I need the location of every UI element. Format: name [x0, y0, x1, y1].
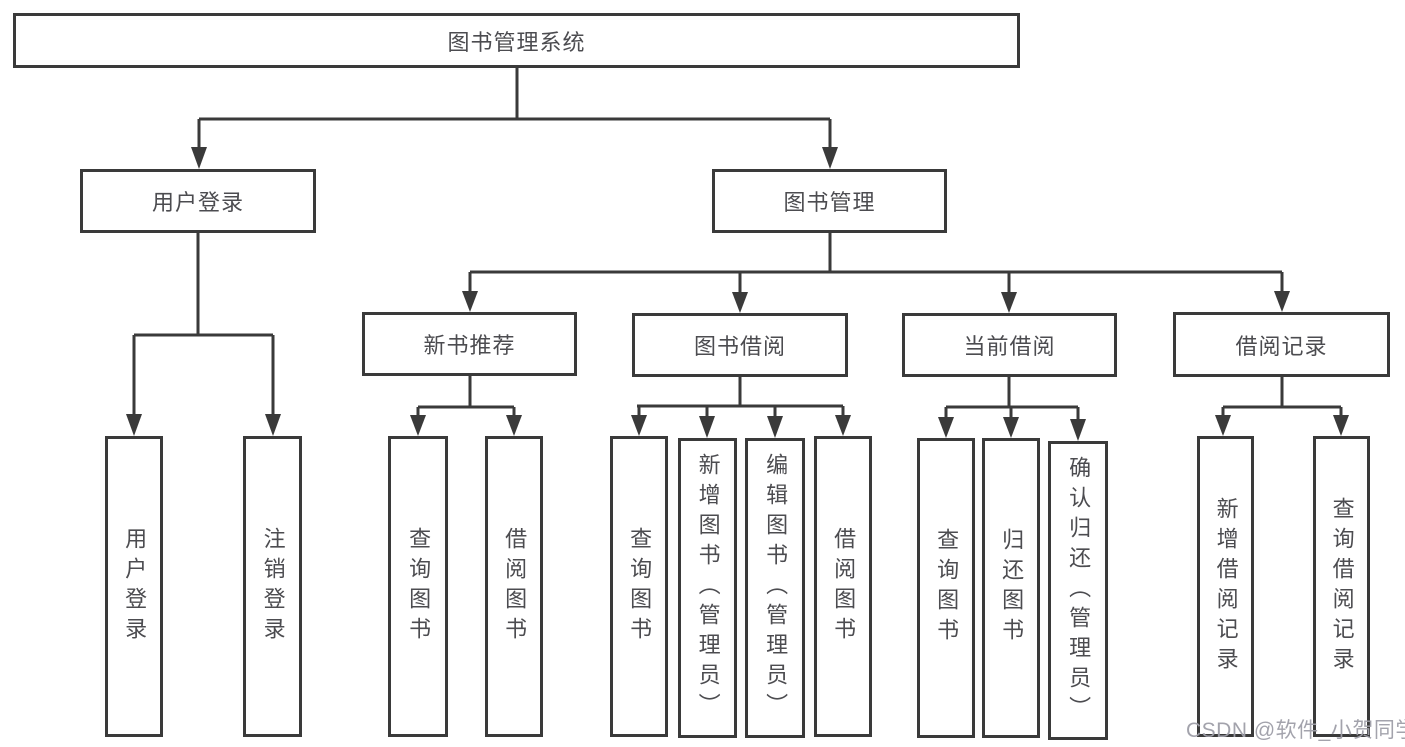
- node-user-login-label: 用户登录: [151, 190, 244, 215]
- leaf-return-books: 归还图书: [982, 438, 1040, 738]
- watermark: CSDN @软件_小贺同学: [1186, 719, 1405, 742]
- leaf-add-borrow-record: 新增借阅记录: [1197, 436, 1254, 737]
- node-book-borrow: 图书借阅: [632, 313, 848, 377]
- node-book-borrow-label: 图书借阅: [693, 334, 786, 359]
- leaf-add-books-admin: 新增图书（管理员）: [678, 438, 737, 738]
- leaf-edit-books-admin-label: 编辑图书（管理员）: [763, 453, 789, 723]
- leaf-confirm-return-admin: 确认归还（管理员）: [1048, 441, 1108, 740]
- leaf-borrow-query-books-label: 查询图书: [627, 526, 653, 647]
- leaf-current-query-books: 查询图书: [917, 438, 975, 738]
- leaf-borrow-books: 借阅图书: [814, 436, 872, 737]
- leaf-user-login: 用户登录: [105, 436, 163, 737]
- node-borrow-records: 借阅记录: [1173, 312, 1390, 377]
- leaf-recommend-query-books: 查询图书: [388, 436, 448, 737]
- leaf-user-login-label: 用户登录: [122, 526, 148, 647]
- leaf-logout-label: 注销登录: [260, 526, 286, 647]
- leaf-borrow-books-label: 借阅图书: [831, 526, 857, 647]
- leaf-recommend-query-books-label: 查询图书: [406, 526, 432, 647]
- node-new-book-recommend: 新书推荐: [362, 312, 577, 376]
- leaf-query-borrow-record: 查询借阅记录: [1313, 436, 1370, 737]
- node-new-book-recommend-label: 新书推荐: [423, 333, 516, 358]
- node-book-management: 图书管理: [712, 169, 947, 233]
- leaf-add-books-admin-label: 新增图书（管理员）: [695, 453, 721, 723]
- leaf-borrow-query-books: 查询图书: [610, 436, 668, 737]
- node-borrow-records-label: 借阅记录: [1235, 333, 1328, 359]
- node-current-borrow: 当前借阅: [902, 313, 1117, 377]
- leaf-edit-books-admin: 编辑图书（管理员）: [745, 438, 805, 738]
- node-library-management-system-label: 图书管理系统: [447, 29, 586, 55]
- leaf-confirm-return-admin-label: 确认归还（管理员）: [1066, 455, 1092, 726]
- node-current-borrow-label: 当前借阅: [963, 334, 1056, 359]
- node-library-management-system: 图书管理系统: [13, 13, 1020, 68]
- leaf-recommend-borrow-books-label: 借阅图书: [502, 526, 528, 647]
- leaf-current-query-books-label: 查询图书: [934, 528, 960, 648]
- leaf-add-borrow-record-label: 新增借阅记录: [1213, 496, 1239, 677]
- leaf-query-borrow-record-label: 查询借阅记录: [1329, 496, 1355, 677]
- leaf-logout: 注销登录: [243, 436, 302, 737]
- leaf-recommend-borrow-books: 借阅图书: [485, 436, 543, 737]
- node-book-management-label: 图书管理: [783, 190, 876, 215]
- leaf-return-books-label: 归还图书: [999, 528, 1025, 648]
- node-user-login: 用户登录: [80, 169, 316, 233]
